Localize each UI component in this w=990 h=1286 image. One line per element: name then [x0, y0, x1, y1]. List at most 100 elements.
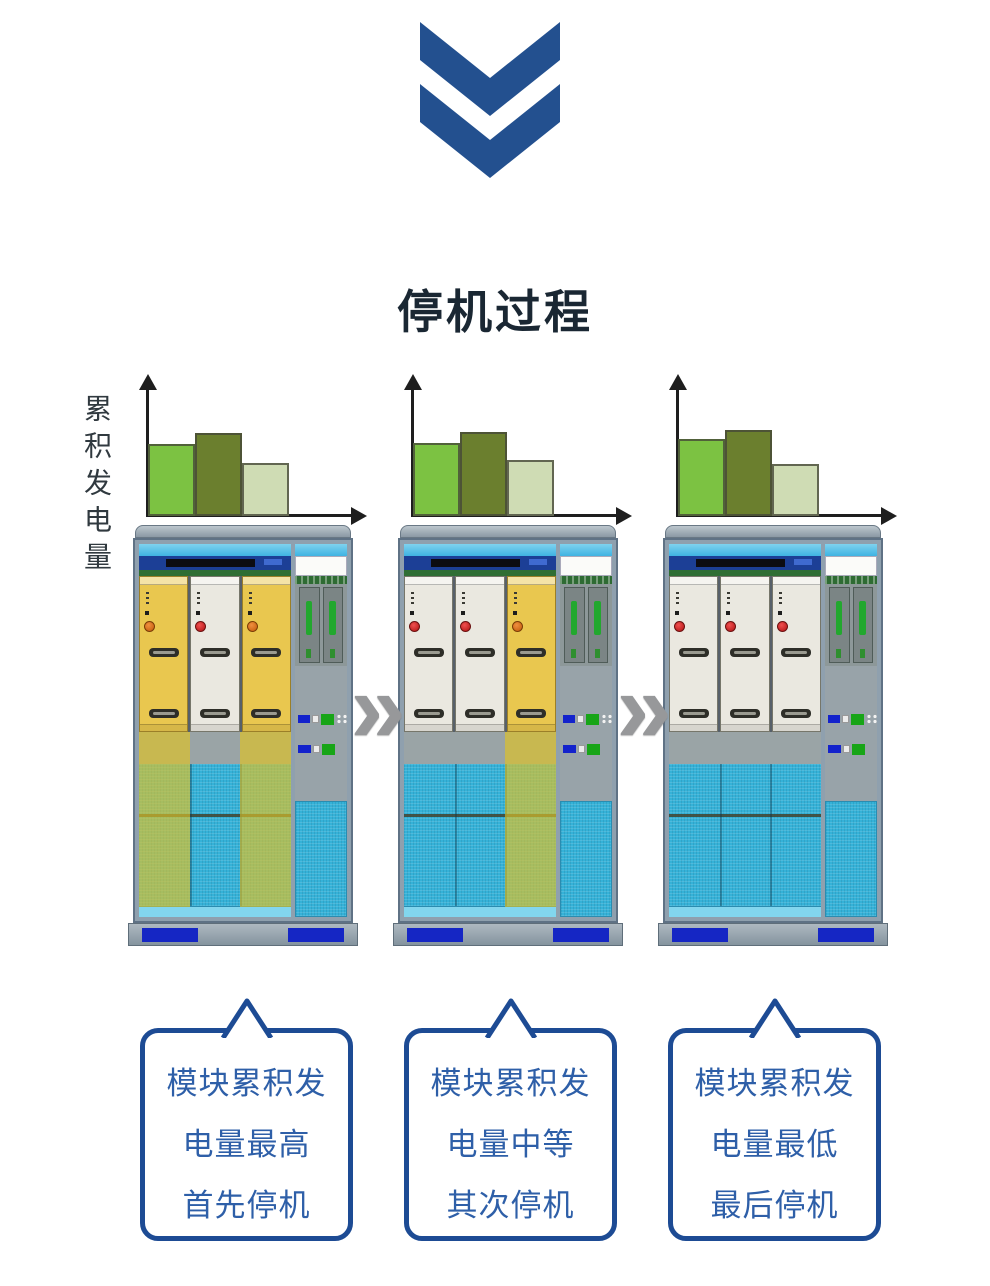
base-block	[288, 928, 344, 942]
terminal-strip	[139, 570, 291, 576]
callout-line: 模块累积发	[166, 1066, 327, 1101]
cabinet-body	[133, 538, 353, 923]
label-box	[560, 556, 612, 576]
cumulative-generation-chart	[133, 374, 369, 525]
label-box	[825, 556, 877, 576]
module-row	[669, 576, 821, 732]
circuit-board	[587, 587, 608, 663]
bar-module-3	[242, 463, 289, 516]
callout-line: 其次停机	[446, 1188, 575, 1223]
module-led	[511, 621, 523, 632]
module-handle	[148, 709, 179, 719]
module-label	[513, 590, 517, 604]
control-bar	[696, 559, 785, 567]
control-strip	[404, 556, 556, 570]
module-indicator	[145, 611, 149, 615]
cabinet-base	[128, 923, 358, 946]
cabinet-lower-section	[139, 732, 291, 917]
control-strip	[139, 556, 291, 570]
bar-module-1	[678, 439, 725, 516]
y-axis-arrow-icon	[669, 374, 687, 390]
white-connector	[843, 745, 850, 753]
control-segment	[528, 559, 547, 565]
pcb-slot-area	[825, 584, 877, 666]
blue-connector	[563, 715, 576, 723]
power-module-1	[139, 576, 189, 732]
circuit-board	[564, 587, 585, 663]
module-handle	[678, 709, 709, 719]
mid-panel	[669, 732, 821, 764]
base-block	[142, 928, 198, 942]
display-strip	[295, 544, 347, 556]
cabinet-body	[663, 538, 883, 923]
vent-separator	[240, 764, 243, 906]
y-axis-arrow-icon	[404, 374, 422, 390]
vent-separator	[505, 764, 508, 906]
display-strip	[669, 544, 821, 556]
pin-grid	[335, 714, 347, 724]
cabinet-module-bay	[139, 544, 291, 917]
cabinet-lower-section	[669, 732, 821, 917]
module-indicator	[247, 611, 252, 615]
green-connector	[322, 743, 335, 755]
base-block	[672, 928, 728, 942]
bar-module-2	[725, 430, 772, 516]
module-handle	[199, 647, 230, 657]
base-block	[818, 928, 874, 942]
callout-stage-2: 模块累积发 电量中等 其次停机	[404, 998, 617, 1241]
module-label	[197, 590, 201, 604]
bar-module-1	[413, 443, 460, 516]
module-label	[462, 590, 466, 604]
blue-connector	[563, 745, 576, 753]
vent-divider	[669, 814, 821, 817]
double-chevron-down-icon	[420, 22, 560, 178]
power-module-2	[720, 576, 770, 732]
side-panel	[825, 726, 877, 742]
bottom-strip	[139, 906, 291, 917]
bar-group	[148, 386, 308, 516]
vent-separator	[189, 764, 192, 906]
terminal-strip	[669, 570, 821, 576]
pcb-slot-area	[560, 584, 612, 666]
module-indicator	[675, 611, 679, 615]
module-led	[674, 621, 685, 632]
display-strip	[560, 544, 612, 556]
connector-row	[825, 742, 877, 756]
vent-panel	[139, 764, 291, 906]
module-led	[144, 621, 155, 632]
cabinet-base	[393, 923, 623, 946]
page-title: 停机过程	[397, 286, 593, 338]
white-connector	[842, 715, 850, 723]
module-label	[411, 590, 414, 604]
connector-row	[295, 712, 347, 726]
white-connector	[313, 745, 320, 753]
side-vent-panel	[825, 801, 877, 917]
control-segment	[793, 559, 812, 565]
cabinet-control-column	[560, 544, 612, 917]
module-label	[248, 590, 252, 604]
vent-panel	[669, 764, 821, 906]
circuit-board	[852, 587, 873, 663]
base-block	[407, 928, 463, 942]
white-connector	[577, 715, 585, 723]
cumulative-generation-chart	[663, 374, 899, 525]
control-bar	[166, 559, 255, 567]
blue-connector	[828, 745, 841, 753]
module-led	[195, 621, 207, 632]
power-cabinet	[658, 525, 888, 949]
module-label	[146, 590, 149, 604]
module-led	[460, 621, 472, 632]
vent-separator	[719, 764, 722, 906]
mid-panel	[404, 732, 556, 764]
power-module-1	[669, 576, 719, 732]
connector-row	[560, 712, 612, 726]
cabinet-control-column	[295, 544, 347, 917]
flow-arrow-icon: »	[616, 652, 672, 764]
x-axis-arrow-icon	[881, 507, 897, 525]
terminal-strip	[404, 570, 556, 576]
module-handle	[781, 647, 812, 657]
side-panel	[825, 666, 877, 712]
side-panel	[295, 726, 347, 742]
module-row	[139, 576, 291, 732]
y-axis	[146, 386, 149, 517]
